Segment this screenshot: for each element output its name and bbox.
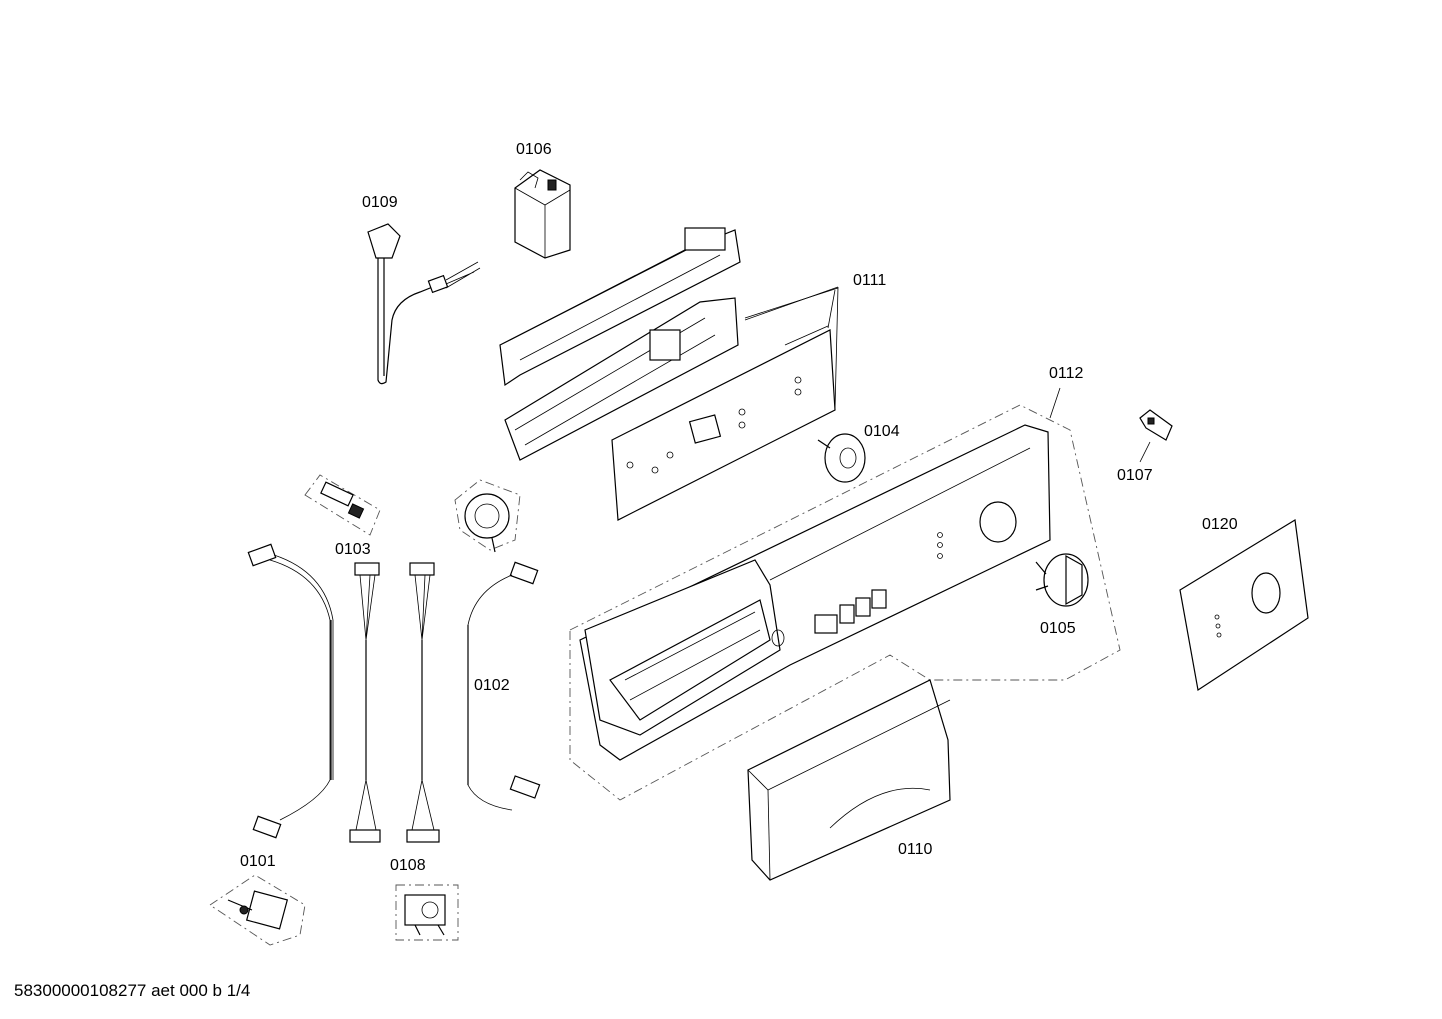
label-0109: 0109	[362, 194, 398, 211]
part-0112-control-panel[interactable]	[579, 424, 1051, 761]
label-0101: 0101	[240, 853, 276, 870]
part-0109-power-cable[interactable]	[367, 223, 481, 385]
part-0110-dispenser-handle[interactable]	[747, 679, 951, 881]
part-0107-clip[interactable]	[1139, 409, 1173, 441]
part-0101-wiring-harness[interactable]	[247, 543, 334, 839]
part-0120-overlay[interactable]	[1179, 519, 1309, 691]
leader-0107	[1139, 441, 1151, 463]
label-0103: 0103	[335, 541, 371, 558]
part-0106-filter[interactable]	[514, 169, 571, 259]
part-0111-control-module[interactable]	[499, 227, 839, 521]
label-0102: 0102	[474, 677, 510, 694]
part-0103-sensor[interactable]	[304, 474, 381, 536]
part-0104-knob[interactable]	[817, 433, 866, 483]
label-0120: 0120	[1202, 516, 1238, 533]
label-0106: 0106	[516, 141, 552, 158]
leader-0111	[744, 286, 839, 411]
part-0108-wiring-harness[interactable]	[349, 562, 440, 843]
part-0112-outline	[569, 404, 1121, 801]
part-door-lock[interactable]	[209, 874, 306, 946]
label-0112: 0112	[1049, 365, 1084, 382]
leader-0112	[1049, 387, 1061, 419]
label-0104: 0104	[864, 423, 900, 440]
document-id-footer: 58300000108277 aet 000 b 1/4	[14, 981, 251, 1000]
part-pressure-switch[interactable]	[454, 479, 521, 553]
part-0105-selector-knob[interactable]	[1035, 553, 1089, 607]
part-valve[interactable]	[395, 884, 459, 941]
label-0108: 0108	[390, 857, 426, 874]
label-0107: 0107	[1117, 467, 1153, 484]
label-0111: 0111	[853, 272, 886, 289]
label-0110: 0110	[898, 841, 933, 858]
part-0102-wiring-harness[interactable]	[467, 561, 541, 811]
label-0105: 0105	[1040, 620, 1076, 637]
